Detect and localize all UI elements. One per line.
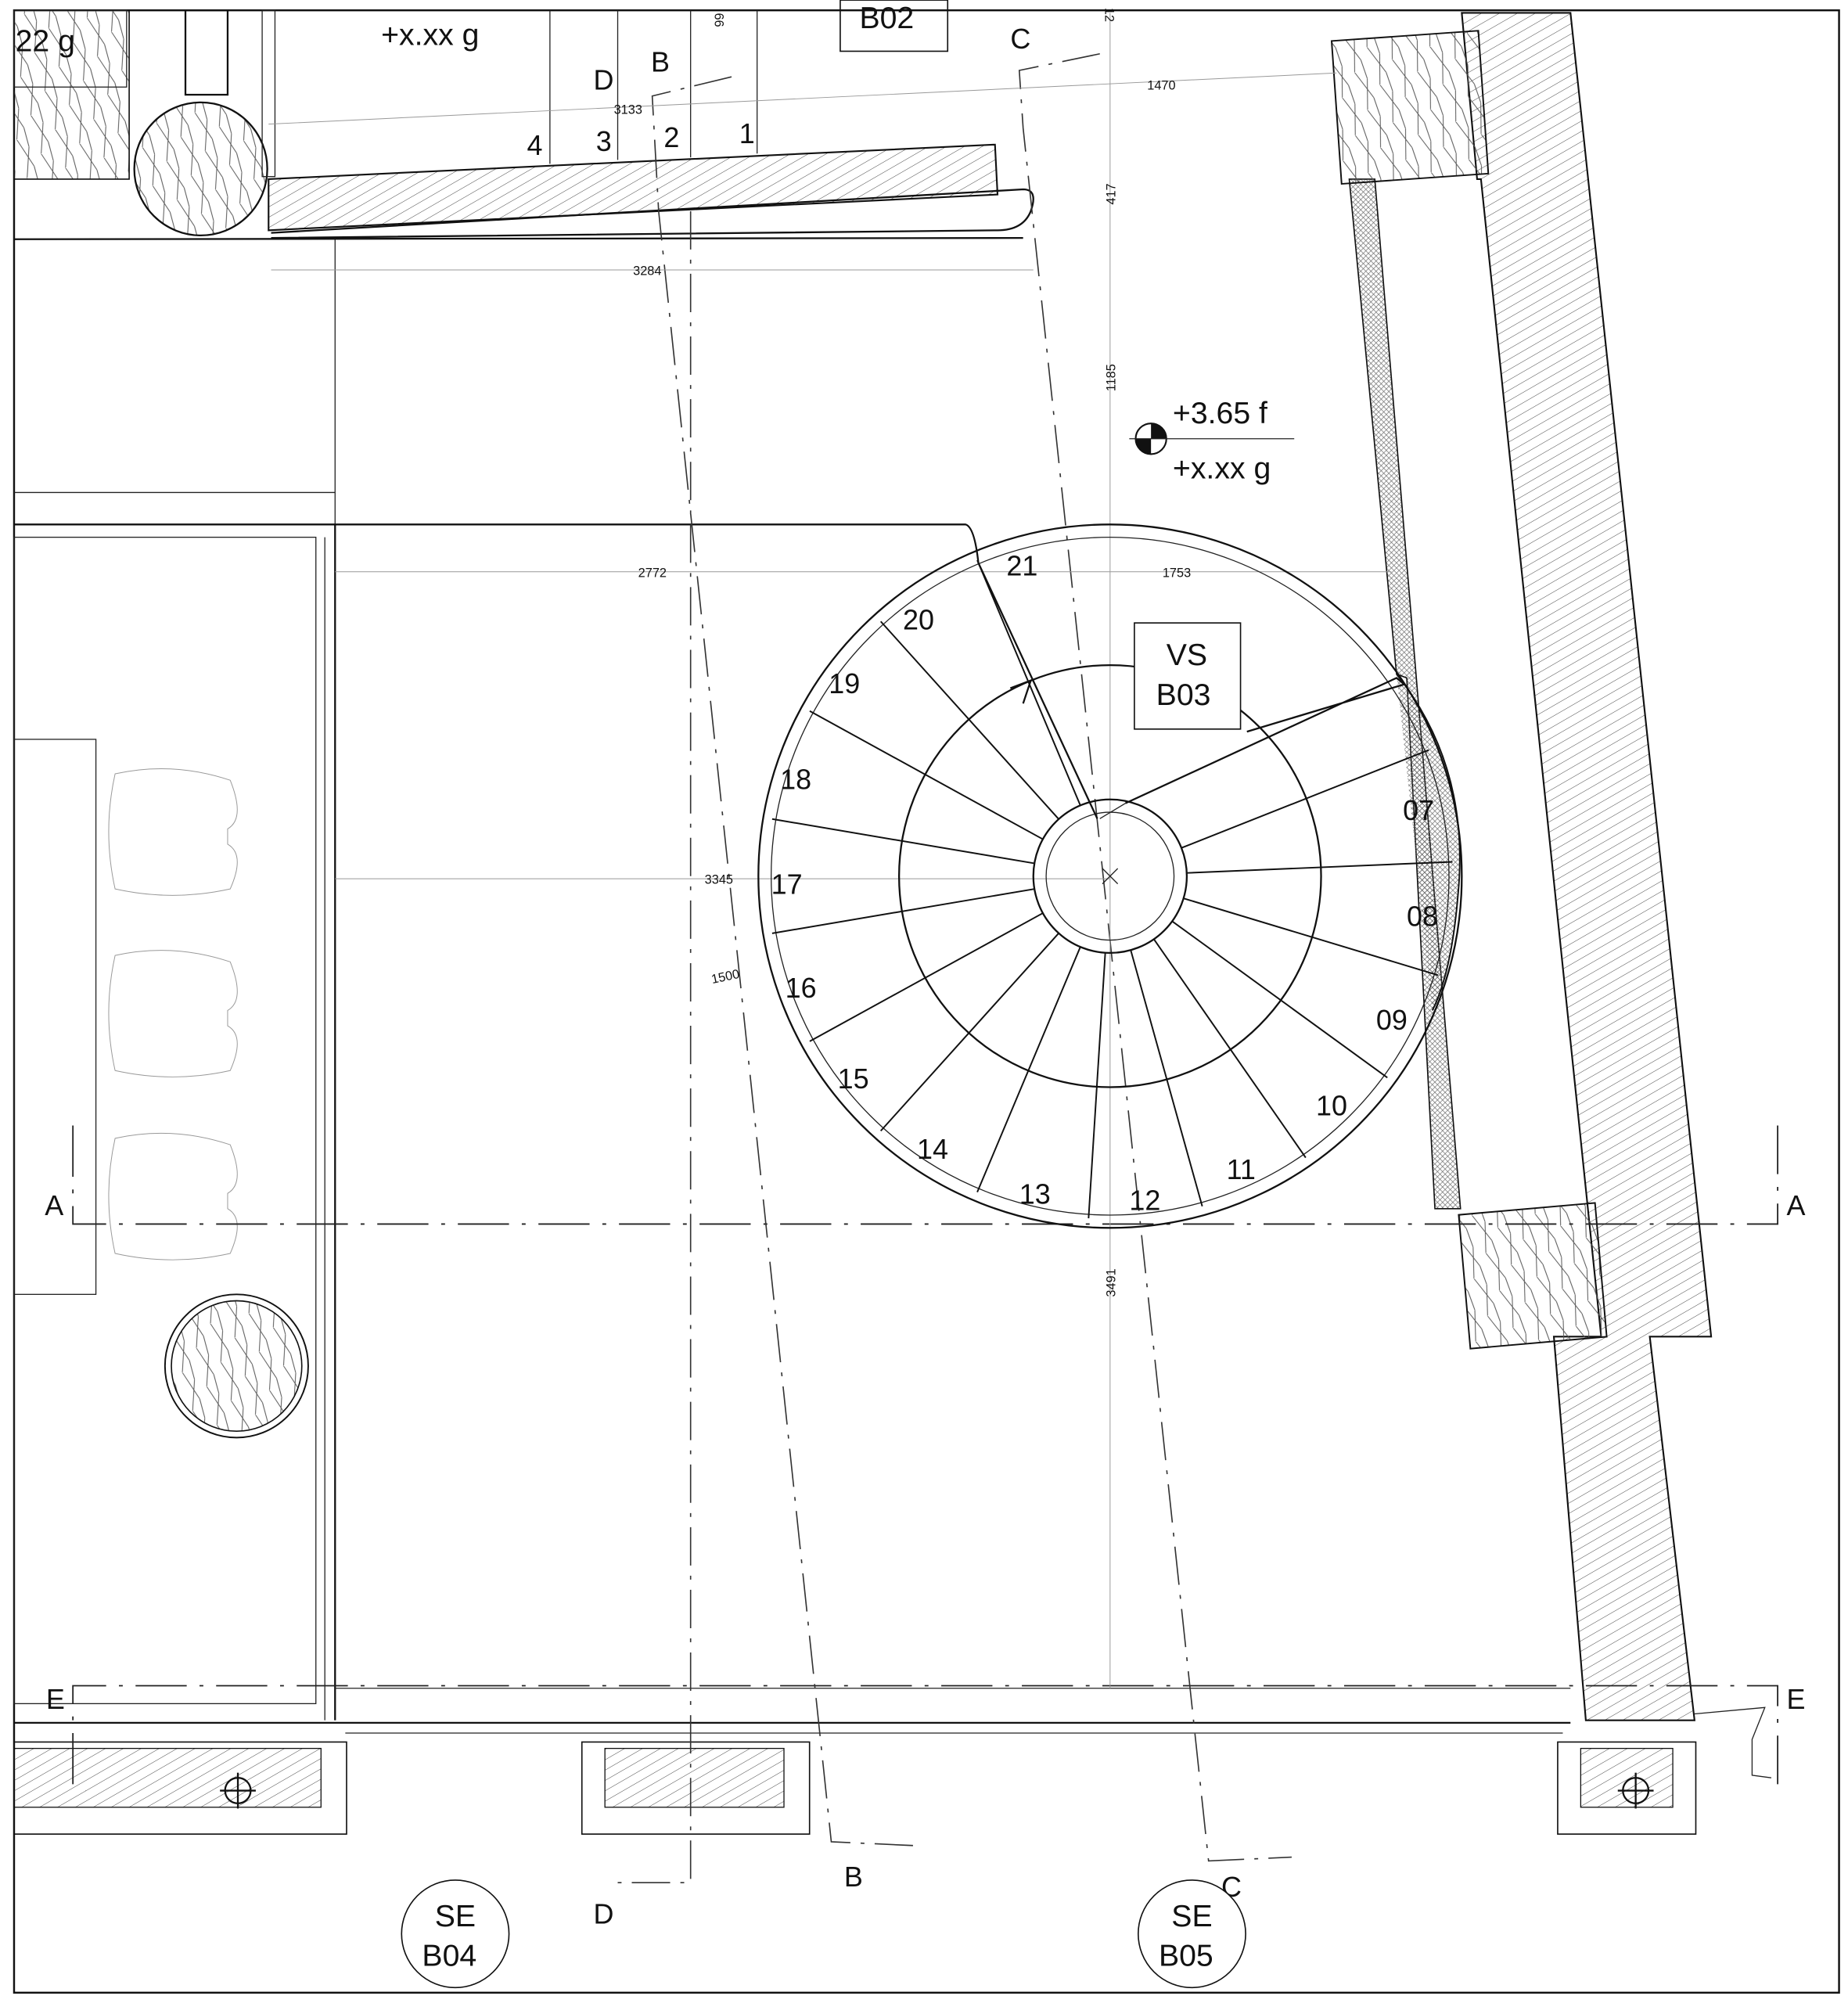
entry-step-4: 4 — [527, 129, 542, 161]
stair-tread — [1171, 920, 1388, 1079]
elevation-rough: +x.xx g — [1173, 451, 1271, 485]
dim-top-small: 66 — [712, 13, 726, 27]
section-D-top: D — [593, 64, 613, 96]
elevation-finish: +3.65 f — [1173, 396, 1267, 430]
stair-tread — [976, 946, 1081, 1193]
dim-3284: 3284 — [633, 264, 661, 279]
stair-tread — [1186, 861, 1453, 874]
elevation-ref-type: SE — [1171, 1899, 1212, 1933]
drain-icon — [1617, 1772, 1654, 1809]
right-wall — [1330, 12, 1713, 1721]
room-tag-type: VS — [1167, 638, 1207, 672]
section-E-left: E — [46, 1683, 65, 1715]
stair-step-numbers: 21 20 19 18 17 16 15 14 13 12 11 10 09 08 07 — [771, 550, 1438, 1217]
chair — [108, 768, 238, 896]
drain-icon — [220, 1772, 256, 1809]
stair-step-12: 12 — [1129, 1184, 1160, 1216]
dim-1753: 1753 — [1163, 566, 1191, 580]
stair-tread — [809, 912, 1044, 1042]
room-tag-top: B02 — [859, 1, 914, 35]
section-B-top: B — [651, 46, 670, 78]
elevation-ref-type: SE — [435, 1899, 476, 1933]
stair-tread — [1181, 749, 1429, 849]
entry-step-1: 1 — [739, 117, 755, 149]
elevation-ref-b05: SE B05 — [1137, 1879, 1246, 1989]
column-top — [133, 101, 268, 237]
stair-step-09: 09 — [1376, 1004, 1408, 1036]
room-tag-number: B03 — [1156, 678, 1211, 712]
dim-1470: 1470 — [1147, 79, 1175, 93]
section-A-left: A — [45, 1189, 63, 1221]
stair-step-20: 20 — [903, 603, 934, 635]
stair-tread — [1088, 952, 1106, 1219]
section-E-right: E — [1787, 1683, 1806, 1715]
stair-step-08: 08 — [1407, 901, 1438, 933]
table — [13, 739, 97, 1295]
chair — [108, 1132, 238, 1260]
section-lines — [72, 13, 1778, 1884]
stair-step-16: 16 — [786, 972, 817, 1004]
dim-417: 417 — [1104, 183, 1118, 204]
dim-3345: 3345 — [705, 873, 733, 887]
elevation-ref-b04: SE B04 — [401, 1879, 510, 1989]
stair-step-19: 19 — [829, 667, 860, 699]
chair — [108, 950, 238, 1077]
stair-step-15: 15 — [838, 1063, 869, 1095]
stair-tread — [1183, 897, 1439, 976]
stair-tread — [976, 559, 1081, 806]
dimension-lines — [268, 72, 1392, 879]
dim-2772: 2772 — [638, 566, 667, 580]
column-round — [164, 1293, 309, 1439]
entry-step-3: 3 — [596, 125, 612, 157]
section-A-right: A — [1787, 1189, 1806, 1221]
walkline-arrow — [1009, 678, 1033, 704]
stair-tread — [771, 818, 1035, 865]
section-B-bottom: B — [844, 1861, 863, 1893]
elevation-ref-number: B05 — [1159, 1938, 1213, 1972]
stair-step-07: 07 — [1403, 794, 1434, 826]
bottom-facade — [13, 1688, 1772, 1835]
stair-tread — [879, 933, 1059, 1132]
dim-3133: 3133 — [614, 103, 642, 117]
section-D-bottom: D — [593, 1898, 613, 1930]
spiral-staircase — [757, 523, 1463, 1229]
room-tag: VS B03 — [1134, 622, 1242, 730]
stair-tread — [809, 710, 1044, 840]
entry-step-2: 2 — [663, 121, 679, 153]
stair-step-14: 14 — [917, 1133, 948, 1165]
section-C-top: C — [1010, 23, 1030, 55]
elevation-marker: +3.65 f +x.xx g — [1129, 396, 1295, 485]
stair-step-11: 11 — [1227, 1153, 1256, 1185]
top-wall-slab — [13, 10, 1034, 525]
left-room — [13, 523, 980, 1721]
stair-step-21: 21 — [1006, 550, 1037, 582]
stair-step-13: 13 — [1019, 1178, 1051, 1210]
stair-step-10: 10 — [1316, 1089, 1347, 1121]
top-left-wall — [13, 9, 276, 237]
dim-1185: 1185 — [1104, 364, 1118, 391]
level-label-top: +x.xx g — [381, 17, 479, 52]
stair-tread — [771, 888, 1035, 934]
stair-tread — [879, 620, 1059, 820]
stair-step-18: 18 — [780, 764, 811, 796]
dim-3491: 3491 — [1104, 1268, 1118, 1296]
elevation-ref-number: B04 — [422, 1938, 476, 1972]
stair-tread — [1153, 938, 1307, 1159]
dim-top-edge: 12 — [1102, 8, 1116, 22]
level-label-left: 22 g — [16, 23, 75, 58]
stair-tread — [1130, 950, 1203, 1207]
stair-step-17: 17 — [771, 868, 803, 901]
